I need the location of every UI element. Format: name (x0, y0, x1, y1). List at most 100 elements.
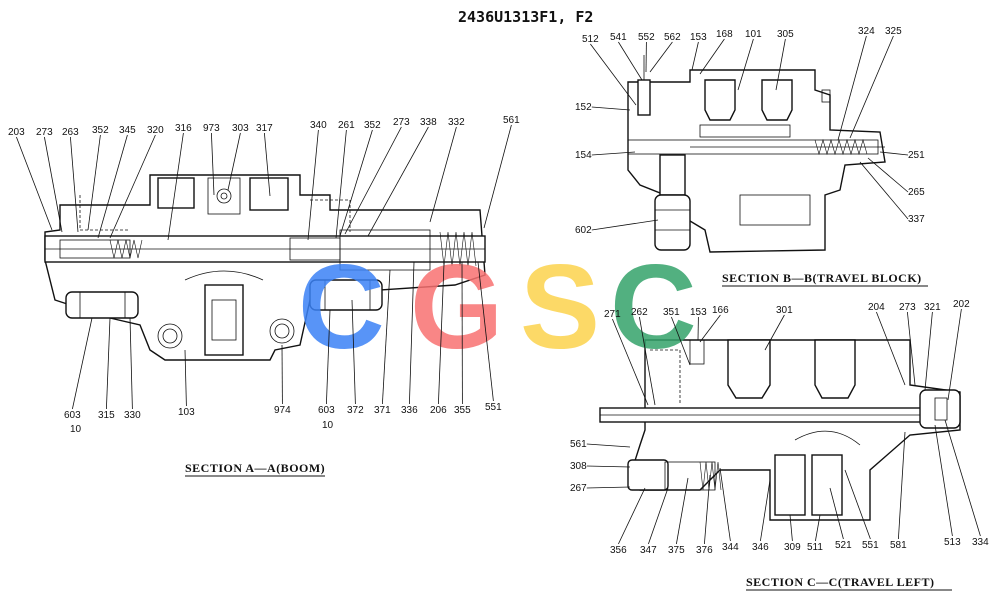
leader-line (44, 136, 63, 233)
part-number-label: 273 (36, 127, 53, 138)
part-number-label: 321 (924, 302, 941, 313)
part-number-label: 541 (610, 32, 627, 43)
part-number-label: 273 (899, 302, 916, 313)
part-number-label: 347 (640, 545, 657, 556)
part-number-label: 316 (175, 123, 192, 134)
part-number-label: 375 (668, 545, 685, 556)
leader-line (367, 126, 429, 237)
leader-line (70, 136, 79, 233)
leader-line (737, 38, 754, 91)
part-number-label: 521 (835, 540, 852, 551)
part-number-label: 267 (570, 483, 587, 494)
part-number-label: 581 (890, 540, 907, 551)
part-number-label: 974 (274, 405, 291, 416)
section-b-drawing (627, 55, 886, 253)
leader-line (907, 311, 916, 386)
part-number-label: 356 (610, 545, 627, 556)
leader-line (867, 157, 909, 193)
leader-line (344, 126, 402, 235)
leader-lines (16, 35, 981, 545)
part-number-label: 561 (570, 439, 587, 450)
part-number-label: 336 (401, 405, 418, 416)
leader-line (87, 134, 101, 231)
part-number-label: 338 (420, 117, 437, 128)
leader-line (691, 41, 699, 71)
part-number-label: 168 (716, 29, 733, 40)
part-number-label: 337 (908, 214, 925, 225)
leader-line (775, 38, 786, 91)
part-number-label: 551 (862, 540, 879, 551)
leader-line (849, 35, 894, 139)
part-number-label: 511 (807, 542, 823, 553)
leader-line (264, 132, 271, 197)
leader-line (97, 134, 128, 239)
leader-line (590, 43, 637, 106)
leader-line (129, 317, 133, 410)
part-number-label: 352 (92, 125, 109, 136)
part-number-label: 10 (322, 420, 334, 431)
part-number-label: 561 (503, 115, 520, 126)
leader-line (829, 487, 844, 540)
leader-line (719, 467, 731, 542)
leader-line (815, 514, 821, 542)
part-number-label: 305 (777, 29, 794, 40)
part-number-label: 315 (98, 410, 115, 421)
part-number-label: 10 (70, 424, 82, 435)
watermark-letter-1: C (298, 240, 385, 374)
leader-line (676, 477, 689, 545)
part-number-label: 325 (885, 26, 902, 37)
leader-line (612, 318, 649, 406)
leader-line (227, 132, 241, 191)
watermark-logo: C G S C (298, 240, 697, 374)
section-b-caption: SECTION B—B(TRAVEL BLOCK) (722, 271, 922, 285)
leader-line (934, 424, 953, 537)
leader-line (16, 136, 53, 231)
leader-line (72, 317, 93, 410)
part-number-label: 324 (858, 26, 875, 37)
leader-line (382, 269, 391, 405)
part-number-label: 332 (448, 117, 465, 128)
leader-line (898, 431, 906, 540)
part-number-label: 352 (364, 120, 381, 131)
part-number-label: 202 (953, 299, 970, 310)
leader-line (438, 263, 445, 405)
section-a-caption: SECTION A—A(BOOM) (185, 461, 325, 475)
leader-line (211, 132, 215, 196)
leader-line (483, 124, 512, 229)
leader-line (876, 311, 906, 386)
leader-line (947, 308, 962, 401)
leader-line (704, 474, 711, 545)
part-number-label: 345 (119, 125, 136, 136)
part-number-label: 330 (124, 410, 141, 421)
leader-line (618, 487, 646, 545)
part-number-label: 103 (178, 407, 195, 418)
part-number-label: 340 (310, 120, 327, 131)
part-number-label: 203 (8, 127, 25, 138)
leader-line (429, 126, 457, 223)
leader-line (586, 443, 631, 448)
leader-line (844, 469, 871, 540)
part-number-label: 376 (696, 545, 713, 556)
leader-line (649, 41, 673, 73)
leader-line (335, 129, 347, 239)
leader-line (699, 38, 725, 75)
part-number-label: 301 (776, 305, 793, 316)
part-number-label: 152 (575, 102, 592, 113)
drawing-title: 2436U1313F1, F2 (458, 8, 593, 26)
watermark-letter-4: C (610, 240, 697, 374)
section-a-drawing (44, 174, 486, 361)
leader-line (648, 487, 669, 545)
part-number-label: 351 (663, 307, 680, 318)
part-number-label: 154 (575, 150, 592, 161)
leader-line (924, 311, 933, 391)
part-number-label: 265 (908, 187, 925, 198)
part-number-label: 603 (64, 410, 81, 421)
part-number-label: 263 (62, 127, 79, 138)
part-number-label: 355 (454, 405, 471, 416)
leader-line (351, 299, 356, 405)
part-number-label: 153 (690, 307, 707, 318)
part-number-label: 551 (485, 402, 502, 413)
part-number-label: 371 (374, 405, 391, 416)
